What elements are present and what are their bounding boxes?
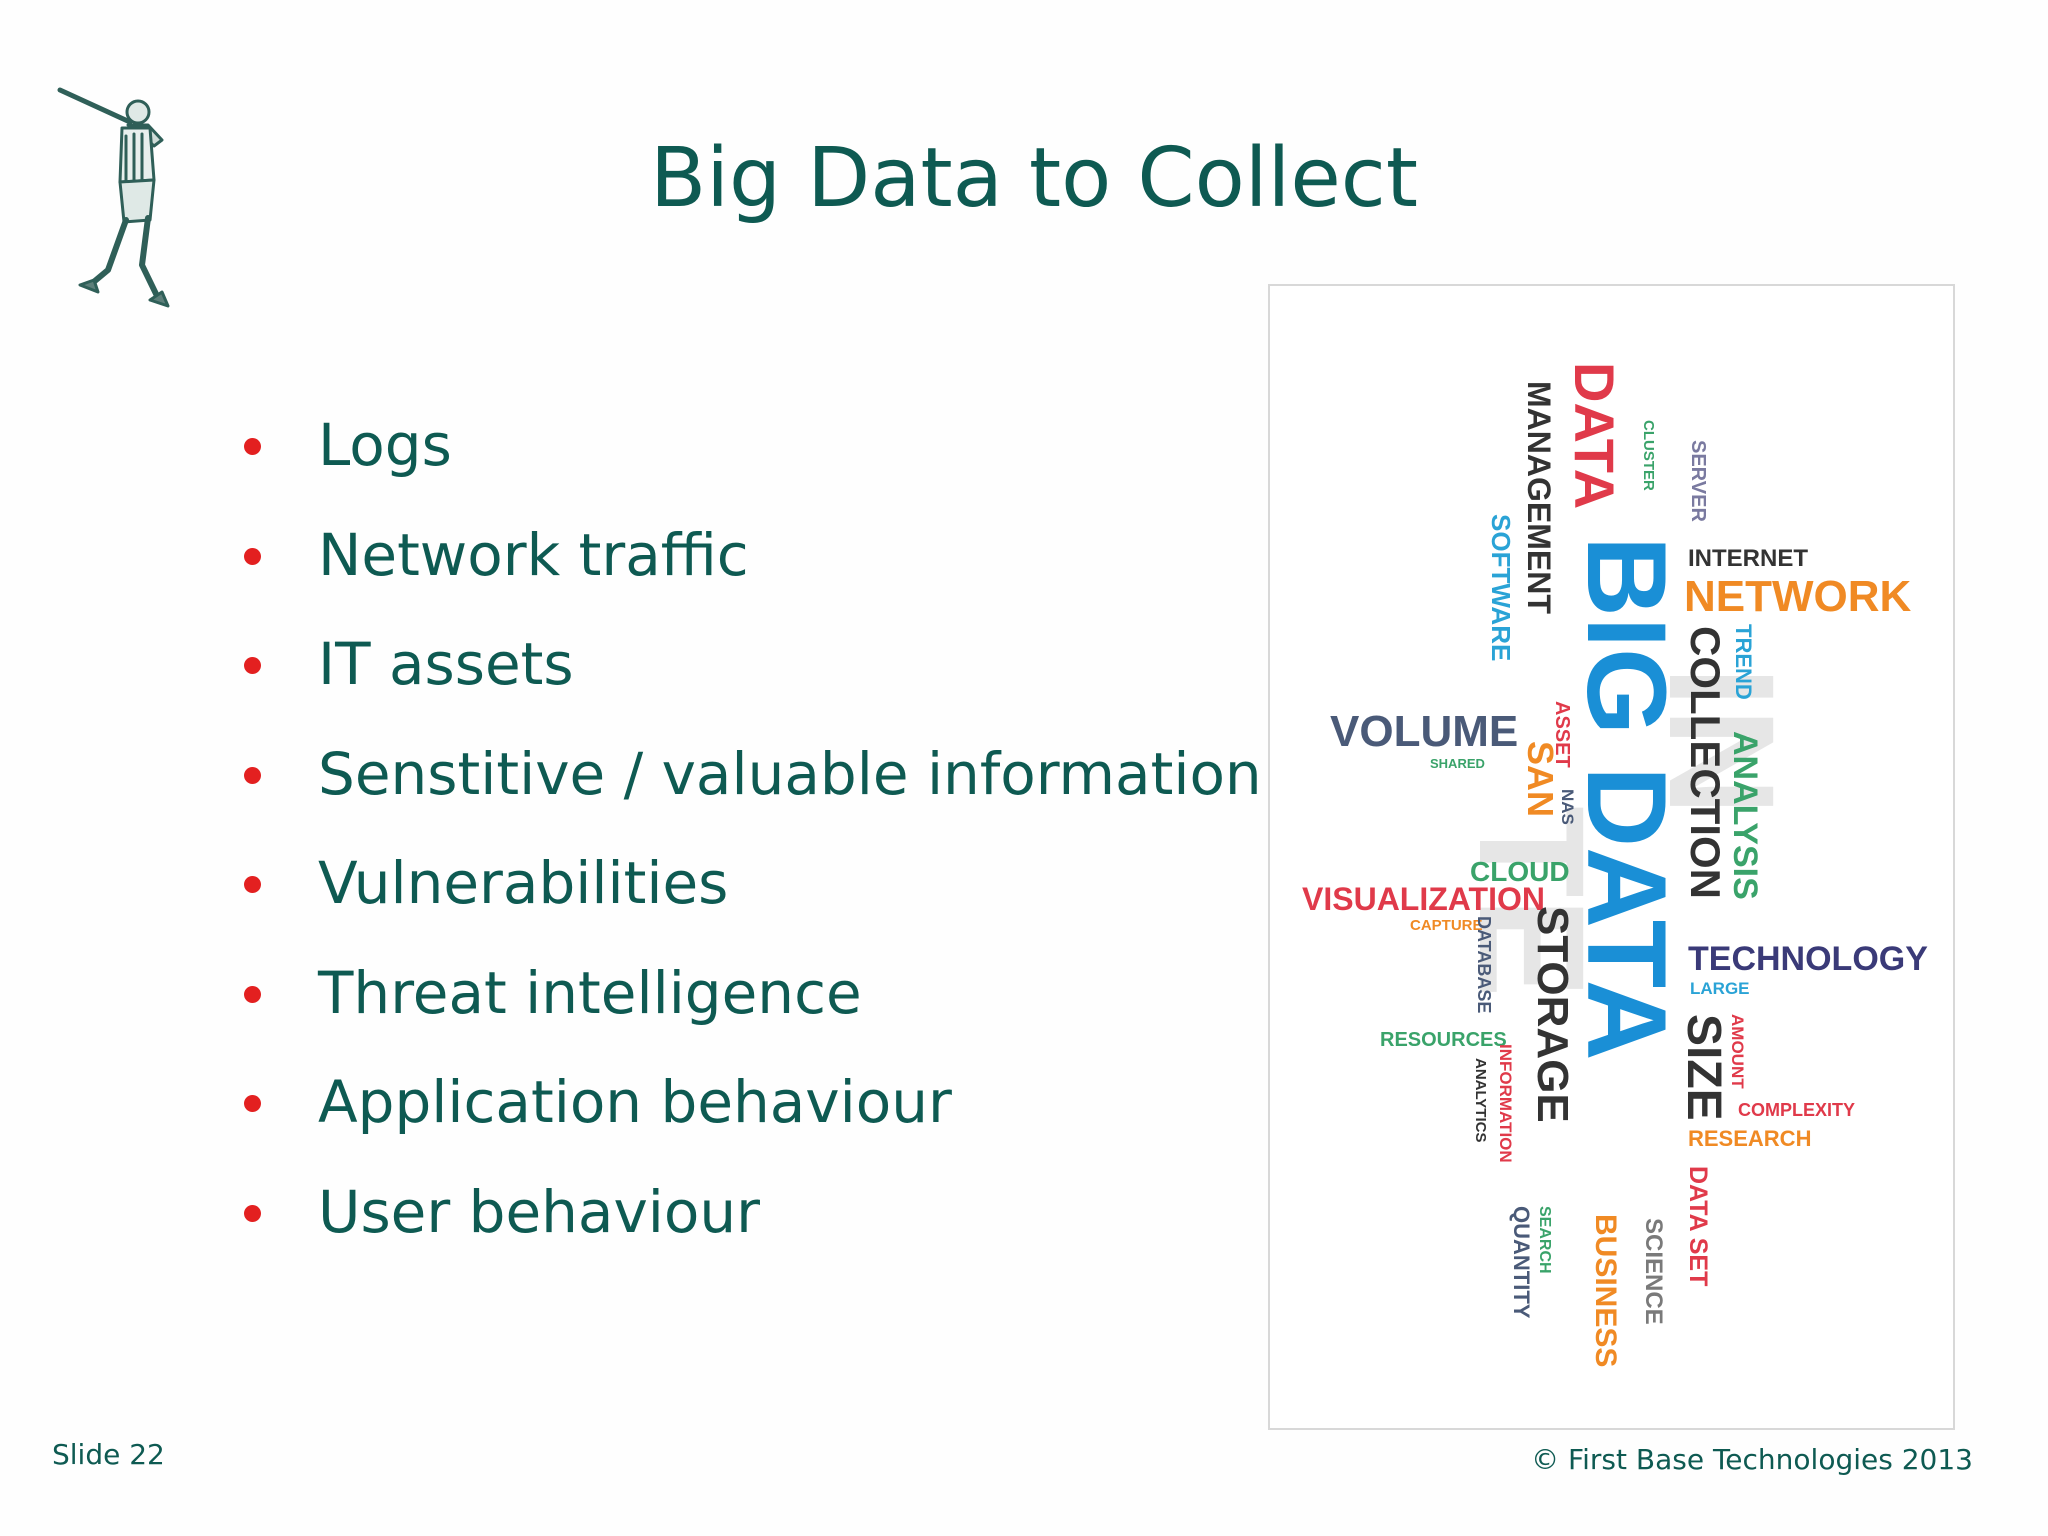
bullet-text: Senstitive / valuable information — [318, 739, 1262, 808]
background-letters: TE IN — [1448, 666, 1806, 998]
word-cloud-word-data-set: DATA SET — [1684, 1166, 1712, 1286]
word-cloud-word-quantity: QUANTITY — [1509, 1206, 1534, 1319]
word-cloud-word-nas: NAS — [1558, 789, 1577, 825]
bullet-item: Network traffic — [230, 515, 1262, 625]
word-cloud-word-database: DATABASE — [1474, 916, 1494, 1013]
word-cloud-word-management: MANAGEMENT — [1521, 381, 1557, 614]
baseball-batter-logo — [57, 87, 170, 308]
word-cloud-word-search: SEARCH — [1536, 1206, 1553, 1274]
word-cloud-word-asset: ASSET — [1551, 701, 1573, 768]
word-cloud-word-data: DATA — [1563, 362, 1626, 509]
bullet-item: IT assets — [230, 624, 1262, 734]
word-cloud-word-information: INFORMATION — [1496, 1044, 1515, 1163]
word-cloud-word-business: BUSINESS — [1589, 1214, 1622, 1367]
bullet-icon — [244, 985, 261, 1003]
svg-text:TE: TE — [1448, 806, 1616, 998]
word-cloud-word-network: NETWORK — [1684, 572, 1912, 621]
bullet-icon — [244, 876, 261, 893]
bullet-text: Vulnerabilities — [318, 849, 729, 917]
bullet-item: User behaviour — [230, 1172, 1262, 1282]
slide-number: Slide 22 — [52, 1438, 165, 1471]
word-cloud-word-size: SIZE — [1677, 1014, 1730, 1121]
word-cloud-word-shared: SHARED — [1430, 756, 1485, 771]
word-cloud-word-complexity: COMPLEXITY — [1738, 1100, 1855, 1120]
word-cloud-word-san: SAN — [1520, 741, 1561, 817]
word-cloud-word-volume: VOLUME — [1330, 707, 1518, 756]
word-cloud-word-analysis: ANALYSIS — [1726, 731, 1764, 900]
copyright-text: © First Base Technologies 2013 — [1531, 1443, 1973, 1476]
bullet-item: Threat intelligence — [230, 953, 1262, 1063]
svg-text:IN: IN — [1638, 666, 1806, 816]
bullet-text: IT assets — [318, 630, 574, 698]
bullet-text: Network traffic — [318, 520, 749, 589]
bullet-list: Logs Network traffic IT assets Senstitiv… — [230, 405, 1262, 1281]
bullet-text: User behaviour — [318, 1177, 760, 1246]
word-cloud-word-capture: CAPTURE — [1410, 917, 1483, 934]
word-cloud-word-amount: AMOUNT — [1728, 1014, 1747, 1089]
bullet-icon — [244, 438, 261, 455]
bullet-icon — [244, 1095, 261, 1112]
bullet-icon — [244, 1204, 261, 1222]
word-cloud-word-collection: COLLECTION — [1682, 626, 1729, 899]
bullet-text: Threat intelligence — [318, 958, 862, 1027]
word-cloud-word-science: SCIENCE — [1640, 1218, 1667, 1325]
bullet-item: Logs — [230, 405, 1262, 515]
word-cloud-word-analytics: ANALYTICS — [1472, 1058, 1489, 1142]
bullet-text: Application behaviour — [318, 1068, 952, 1136]
bullet-item: Senstitive / valuable information — [230, 734, 1262, 844]
bullet-item: Vulnerabilities — [230, 843, 1262, 953]
word-cloud-word-visualization: VISUALIZATION — [1302, 881, 1545, 917]
word-cloud-word-software: SOFTWARE — [1486, 514, 1516, 661]
word-cloud-word-research: RESEARCH — [1688, 1126, 1811, 1151]
bullet-icon — [244, 657, 261, 674]
word-cloud-word-technology: TECHNOLOGY — [1688, 940, 1928, 978]
word-cloud-word-internet: INTERNET — [1688, 545, 1808, 572]
word-cloud-word-storage: STORAGE — [1528, 906, 1577, 1123]
word-cloud-word-resources: RESOURCES — [1380, 1029, 1507, 1051]
bullet-item: Application behaviour — [230, 1062, 1262, 1172]
word-cloud-word-big-data: BIG DATA — [1564, 536, 1689, 1061]
word-cloud-word-trend: TREND — [1731, 624, 1756, 700]
bullet-icon — [244, 766, 261, 784]
bullet-icon — [244, 547, 261, 565]
word-cloud-word-cloud: CLOUD — [1470, 856, 1570, 887]
word-cloud-word-large: LARGE — [1690, 979, 1750, 998]
slide-title: Big Data to Collect — [649, 131, 1419, 226]
bullet-text: Logs — [318, 411, 452, 479]
word-cloud-word-cluster: CLUSTER — [1640, 420, 1657, 491]
word-cloud-word-server: SERVER — [1687, 440, 1709, 522]
